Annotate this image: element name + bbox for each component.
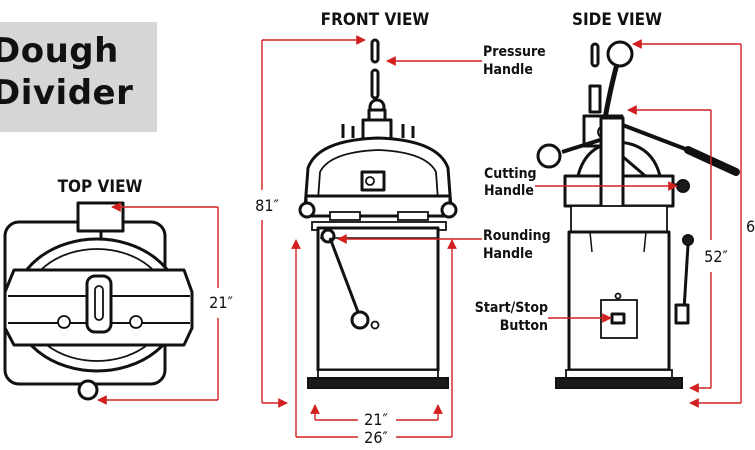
cutting-handle-label-2: Handle [484, 183, 534, 199]
title-line-1: Dough [0, 31, 119, 71]
title-line-2: Divider [0, 73, 134, 113]
title-box: Dough Divider [0, 22, 157, 132]
side-view-rear-knob [536, 143, 562, 169]
front-view-body [316, 226, 440, 372]
side-view-start-stop-button [610, 312, 626, 325]
front-base-width-dim: 21″ [364, 410, 388, 429]
side-view-base-plate [555, 377, 683, 389]
cutting-handle-label-1: Cutting [484, 166, 537, 182]
side-view-cutting-knob [676, 179, 690, 193]
rounding-handle-label-2: Handle [483, 246, 533, 262]
top-view-depth-dim: 21″ [209, 293, 233, 312]
front-view-base-plate [307, 377, 449, 389]
top-view-title: TOP VIEW [58, 177, 143, 197]
front-height-dim: 81″ [255, 196, 279, 215]
top-view-knob [77, 379, 99, 401]
side-view-pressure-knob [606, 40, 634, 68]
side-view-side-lever [674, 303, 690, 325]
top-view-bolt-right [129, 315, 143, 329]
front-view-rounding-knob [350, 310, 370, 330]
front-view-title: FRONT VIEW [321, 10, 430, 30]
side-view-drawing [536, 40, 740, 389]
top-view-drawing [3, 201, 194, 401]
side-view-cutting-arm [684, 146, 740, 176]
pressure-handle-label-1: Pressure [483, 44, 546, 60]
rounding-handle-label-1: Rounding [483, 228, 551, 244]
side-max-height-dim: 63″ [746, 217, 755, 236]
front-view-rounding-lever [328, 237, 360, 313]
front-overall-width-dim: 26″ [364, 428, 388, 447]
dimension-lines [97, 35, 742, 438]
start-stop-label-1: Start/Stop [475, 300, 548, 316]
side-view-title: SIDE VIEW [572, 10, 662, 30]
pressure-handle-label-2: Handle [483, 62, 533, 78]
start-stop-label-2: Button [500, 318, 548, 334]
top-view-bolt-left [57, 315, 71, 329]
front-view-drawing [298, 38, 458, 389]
side-height-dim: 52″ [704, 247, 728, 266]
